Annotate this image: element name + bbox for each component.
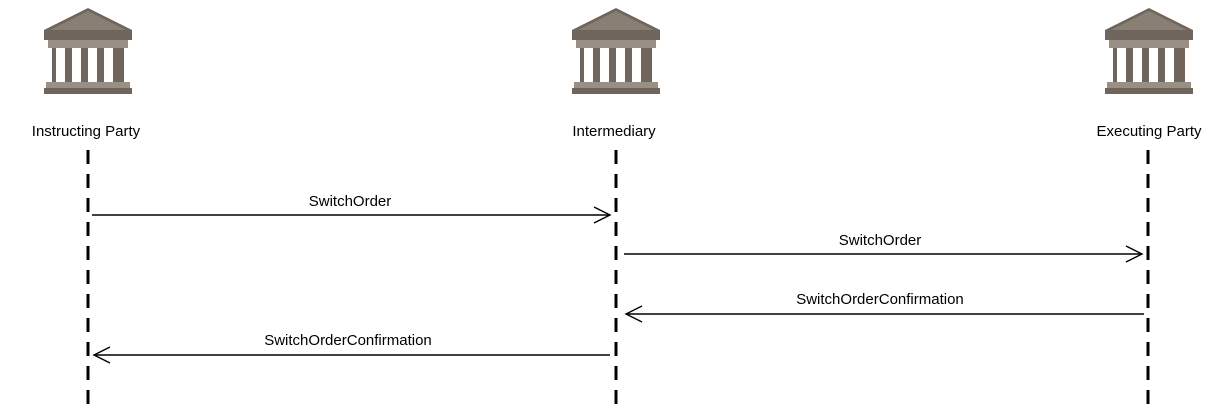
bank-building-icon <box>1105 8 1193 94</box>
message-switch-order-1: SwitchOrder <box>92 193 612 224</box>
participant-label: Instructing Party <box>32 123 141 140</box>
arrow-head-left-icon <box>624 305 643 323</box>
message-label: SwitchOrder <box>839 232 922 249</box>
message-label: SwitchOrder <box>309 193 392 210</box>
message-label: SwitchOrderConfirmation <box>796 291 964 308</box>
message-label: SwitchOrderConfirmation <box>264 332 432 349</box>
arrow-head-right-icon <box>1125 245 1144 263</box>
participant-executing-party: Executing Party <box>1096 8 1202 413</box>
participant-label: Intermediary <box>572 123 656 140</box>
arrow-head-left-icon <box>92 346 111 364</box>
participant-intermediary: Intermediary <box>572 8 660 413</box>
message-switch-order-confirmation-2: SwitchOrderConfirmation <box>92 332 610 364</box>
message-switch-order-confirmation-1: SwitchOrderConfirmation <box>624 291 1144 323</box>
message-switch-order-2: SwitchOrder <box>624 232 1144 263</box>
bank-building-icon <box>572 8 660 94</box>
participant-instructing-party: Instructing Party <box>32 8 141 413</box>
arrow-head-right-icon <box>593 206 612 224</box>
participant-label: Executing Party <box>1096 123 1202 140</box>
bank-building-icon <box>44 8 132 94</box>
